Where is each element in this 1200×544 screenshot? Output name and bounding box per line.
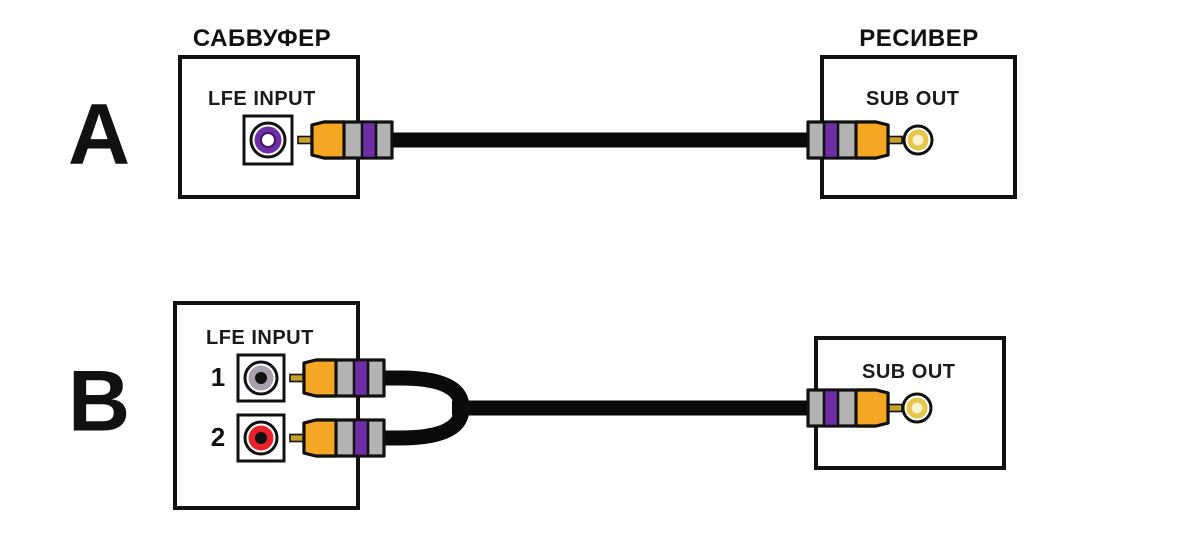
panel-a-plug-receiver[interactable] — [806, 120, 904, 160]
panel-b-letter: B — [68, 354, 130, 450]
panel-a-jack-lfe[interactable] — [242, 114, 294, 166]
panel-b-jack-1[interactable] — [236, 353, 286, 403]
panel-b-subwoofer-box — [173, 301, 360, 510]
panel-b-plug-receiver[interactable] — [806, 388, 904, 428]
panel-b-plug-jack-2[interactable] — [288, 418, 386, 458]
panel-a-jack-sub-out[interactable] — [902, 124, 934, 156]
panel-a-lfe-input-label: LFE INPUT — [208, 88, 316, 110]
panel-b-lfe-input-label: LFE INPUT — [206, 327, 314, 349]
panel-b-plug-jack-1[interactable] — [288, 358, 386, 398]
panel-b-jack-sub-out[interactable] — [901, 392, 933, 424]
panel-b: B LFE INPUT 1 2 — [68, 301, 1006, 510]
panel-a-source-title: САБВУФЕР — [193, 25, 331, 52]
panel-a-plug-subwoofer[interactable] — [296, 120, 394, 160]
panel-a-sub-out-label: SUB OUT — [866, 88, 960, 110]
panel-a-destination-title: РЕСИВЕР — [859, 25, 978, 52]
panel-b-jack-1-number: 1 — [211, 362, 225, 392]
jack-center-hole — [911, 402, 923, 414]
panel-b-sub-out-label: SUB OUT — [862, 361, 956, 383]
panel-a: A САБВУФЕР РЕСИВЕР LFE INPUT SUB OUT — [68, 25, 1017, 199]
panel-b-jack-2-number: 2 — [211, 422, 225, 452]
jack-center-hole — [912, 134, 924, 146]
jack-center-hole — [255, 432, 267, 444]
panel-a-letter: A — [68, 87, 130, 183]
jack-center-hole — [255, 372, 267, 384]
panel-b-jack-2[interactable] — [236, 413, 286, 463]
jack-center-hole — [260, 132, 276, 148]
